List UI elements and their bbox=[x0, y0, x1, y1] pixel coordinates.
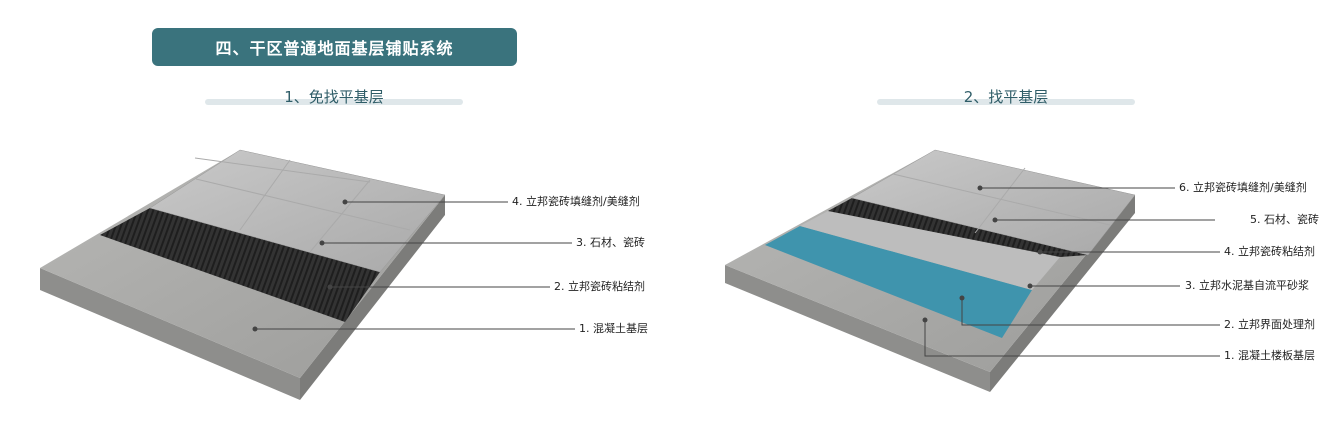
subtitle-underline bbox=[205, 99, 463, 105]
concrete-side-face bbox=[300, 195, 445, 400]
label-tile: 5. 石材、瓷砖 bbox=[1250, 213, 1319, 226]
label-grout: 4. 立邦瓷砖填缝剂/美缝剂 bbox=[512, 195, 640, 208]
label-interface-agent: 2. 立邦界面处理剂 bbox=[1224, 318, 1315, 331]
tile-layer bbox=[851, 149, 1136, 256]
diagram-2-subtitle: 2、找平基层 bbox=[963, 88, 1049, 106]
section-title: 四、干区普通地面基层铺贴系统 bbox=[152, 28, 517, 66]
concrete-front-face bbox=[40, 268, 300, 400]
label-tile: 3. 石材、瓷砖 bbox=[576, 236, 645, 249]
subtitle-underline bbox=[877, 99, 1135, 105]
adhesive-layer bbox=[100, 208, 380, 322]
diagram-1-subtitle: 1、免找平基层 bbox=[284, 88, 384, 106]
concrete-side-face bbox=[990, 195, 1135, 392]
label-self-leveling: 3. 立邦水泥基自流平砂浆 bbox=[1185, 279, 1309, 292]
diagram-1-slab bbox=[40, 149, 575, 400]
interface-agent-layer bbox=[765, 226, 1032, 338]
self-leveling-layer bbox=[800, 211, 1060, 290]
label-grout: 6. 立邦瓷砖填缝剂/美缝剂 bbox=[1179, 181, 1307, 194]
label-adhesive: 2. 立邦瓷砖粘结剂 bbox=[554, 280, 645, 293]
adhesive-layer bbox=[828, 198, 1088, 257]
label-concrete: 1. 混凝土基层 bbox=[579, 322, 648, 335]
tile-layer bbox=[149, 149, 446, 273]
diagram-2-slab bbox=[725, 149, 1220, 392]
label-adhesive: 4. 立邦瓷砖粘结剂 bbox=[1224, 245, 1315, 258]
concrete-front-face bbox=[725, 265, 990, 392]
label-concrete-floor: 1. 混凝土楼板基层 bbox=[1224, 349, 1315, 362]
